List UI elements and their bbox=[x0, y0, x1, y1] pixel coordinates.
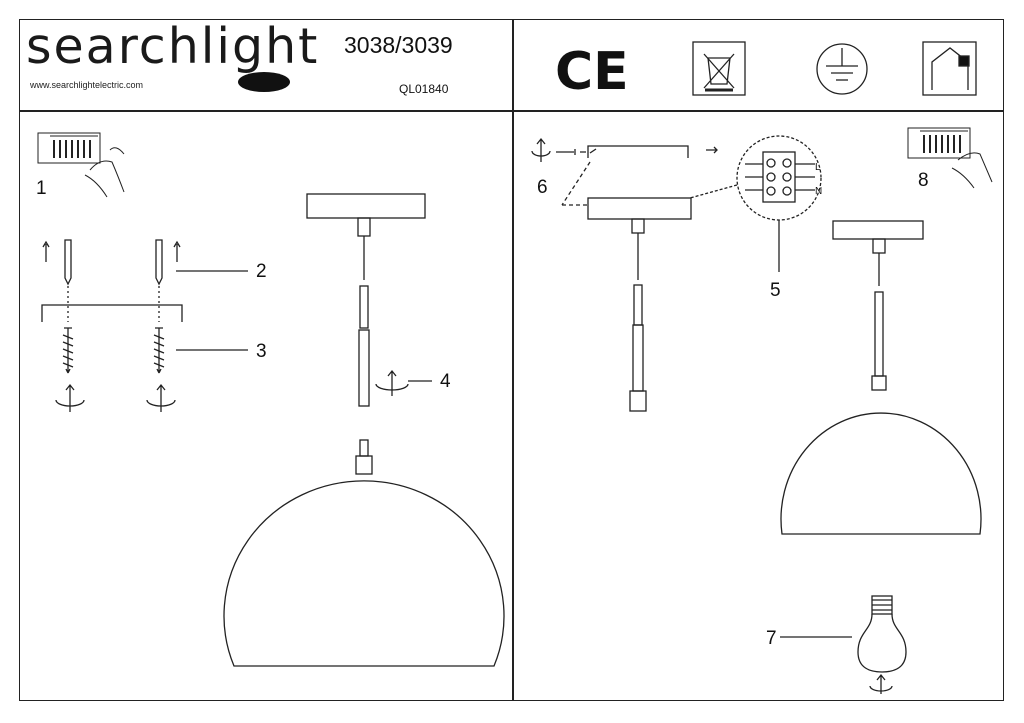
terminal-block-hand-icon-2 bbox=[907, 127, 993, 189]
terminal-neutral-label: N bbox=[815, 186, 822, 197]
light-bulb-icon bbox=[780, 595, 907, 673]
step-1-number: 1 bbox=[36, 178, 47, 199]
step-2-number: 2 bbox=[256, 261, 267, 282]
step7-rotate-icon bbox=[869, 673, 893, 694]
screws-icon bbox=[62, 327, 165, 374]
center-divider bbox=[512, 19, 514, 701]
model-numbers: 3038/3039 bbox=[344, 32, 453, 58]
ce-mark-icon: CE bbox=[555, 42, 629, 102]
rotate-arrow-icon bbox=[55, 383, 176, 412]
earth-ground-icon bbox=[816, 43, 868, 95]
pendant-lamp-right-assembly bbox=[587, 197, 692, 412]
indoor-use-icon bbox=[922, 41, 977, 96]
mounting-bracket-icon bbox=[41, 304, 183, 322]
header-divider bbox=[19, 110, 1004, 112]
step4-rotate-icon bbox=[375, 369, 432, 396]
step5-connector-detail bbox=[689, 135, 822, 272]
step-8-number: 8 bbox=[918, 170, 929, 191]
page-frame bbox=[19, 19, 1004, 701]
pendant-lamp-left bbox=[223, 193, 505, 667]
brand-logo-text: searchlight bbox=[26, 18, 320, 75]
weee-bin-icon bbox=[692, 41, 746, 96]
pendant-lamp-right bbox=[780, 220, 982, 535]
svg-text:CE: CE bbox=[555, 42, 629, 102]
website-text: www.searchlightelectric.com bbox=[30, 80, 144, 90]
step-7-number: 7 bbox=[766, 628, 777, 649]
wall-plugs-icon bbox=[42, 239, 181, 322]
terminal-live-label: L bbox=[815, 162, 821, 173]
step-4-number: 4 bbox=[440, 371, 451, 392]
step6-canopy-fixing-icon bbox=[531, 137, 718, 206]
step-3-number: 3 bbox=[256, 341, 267, 362]
step-5-number: 5 bbox=[770, 280, 781, 301]
terminal-block-hand-icon bbox=[37, 132, 125, 198]
step-6-number: 6 bbox=[537, 177, 548, 198]
document-code: QL01840 bbox=[399, 82, 449, 96]
logo-bulb-icon bbox=[238, 72, 290, 92]
